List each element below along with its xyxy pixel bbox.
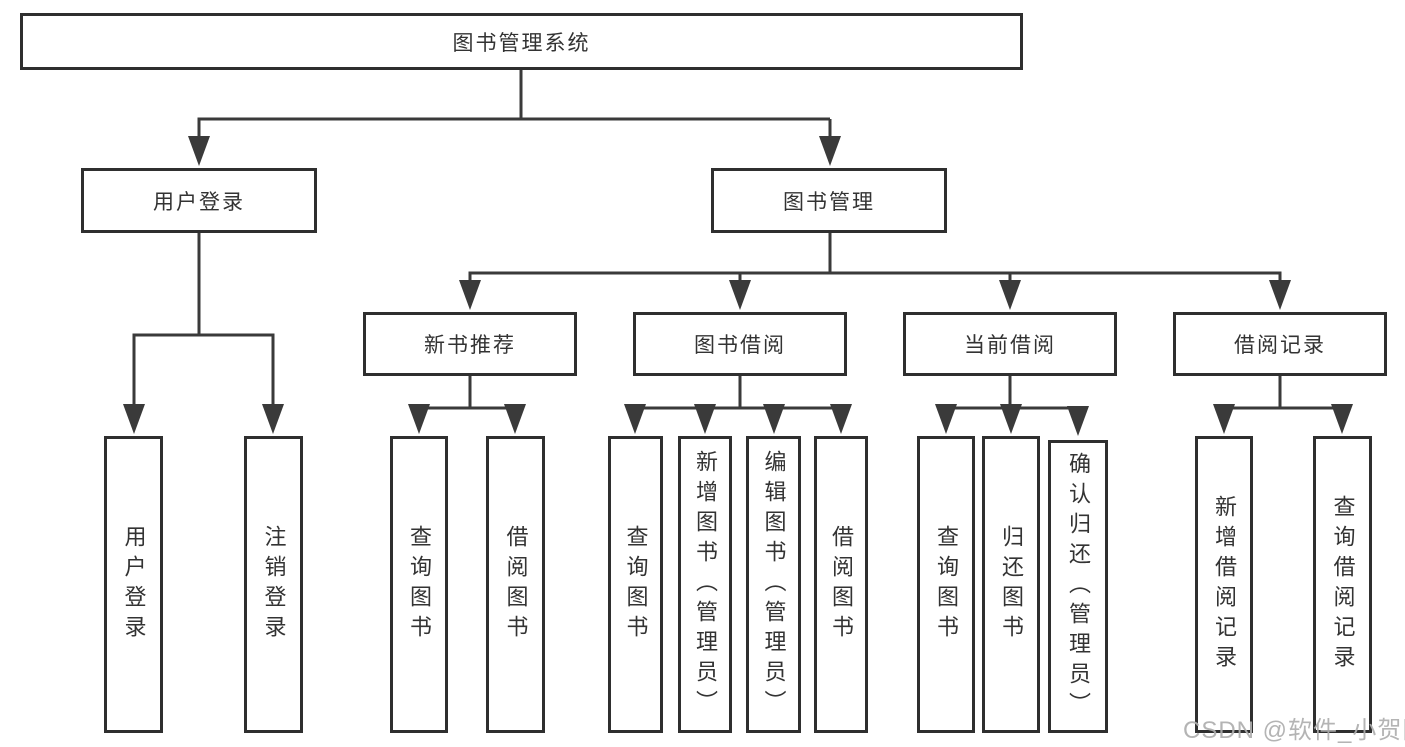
node-label: 当前借阅	[964, 334, 1056, 357]
leaf-confirm-return-admin: 确认归还（管理员）	[1048, 440, 1108, 733]
node-library-management-system: 图书管理系统	[20, 13, 1023, 70]
leaf-label: 确认归还（管理员）	[1066, 451, 1091, 722]
connector-trunks	[132, 69, 1344, 410]
connector-arrows	[123, 119, 1353, 436]
node-label: 图书管理	[783, 190, 875, 214]
csdn-watermark: CSDN @软件_小贺同学	[1183, 717, 1405, 744]
node-user-login: 用户登录	[81, 168, 317, 233]
node-book-borrowing: 图书借阅	[633, 312, 847, 376]
leaf-add-books-admin: 新增图书（管理员）	[678, 436, 732, 733]
leaf-label: 查询图书	[934, 524, 959, 645]
node-current-borrowing: 当前借阅	[903, 312, 1117, 376]
leaf-query-borrow-record: 查询借阅记录	[1313, 436, 1372, 733]
node-label: 新书推荐	[424, 334, 516, 357]
leaf-label: 查询图书	[407, 524, 432, 645]
leaf-return-books: 归还图书	[982, 436, 1040, 733]
node-new-book-recommendation: 新书推荐	[363, 312, 577, 376]
leaf-edit-books-admin: 编辑图书（管理员）	[746, 436, 801, 733]
leaf-borrow-books-bb: 借阅图书	[814, 436, 868, 733]
leaf-query-books-cb: 查询图书	[917, 436, 975, 733]
leaf-label: 新增借阅记录	[1212, 494, 1237, 675]
node-label: 图书管理系统	[452, 31, 591, 55]
leaf-label: 借阅图书	[829, 524, 854, 645]
node-book-management: 图书管理	[711, 168, 947, 233]
leaf-query-books-bb: 查询图书	[608, 436, 663, 733]
leaf-label: 用户登录	[121, 524, 147, 645]
leaf-logout: 注销登录	[244, 436, 303, 733]
leaf-label: 归还图书	[999, 524, 1024, 645]
leaf-label: 注销登录	[261, 524, 287, 645]
leaf-label: 新增图书（管理员）	[693, 449, 718, 720]
node-label: 用户登录	[153, 190, 245, 214]
leaf-label: 查询借阅记录	[1330, 494, 1356, 675]
node-label: 借阅记录	[1234, 334, 1326, 357]
node-borrowing-records: 借阅记录	[1173, 312, 1387, 376]
leaf-add-borrow-record: 新增借阅记录	[1195, 436, 1253, 733]
leaf-query-books-rec: 查询图书	[390, 436, 448, 733]
node-label: 图书借阅	[694, 334, 786, 357]
leaf-user-login: 用户登录	[104, 436, 163, 733]
leaf-label: 借阅图书	[503, 524, 529, 645]
leaf-label: 编辑图书（管理员）	[761, 449, 787, 720]
leaf-borrow-books-rec: 借阅图书	[486, 436, 545, 733]
leaf-label: 查询图书	[623, 524, 649, 645]
